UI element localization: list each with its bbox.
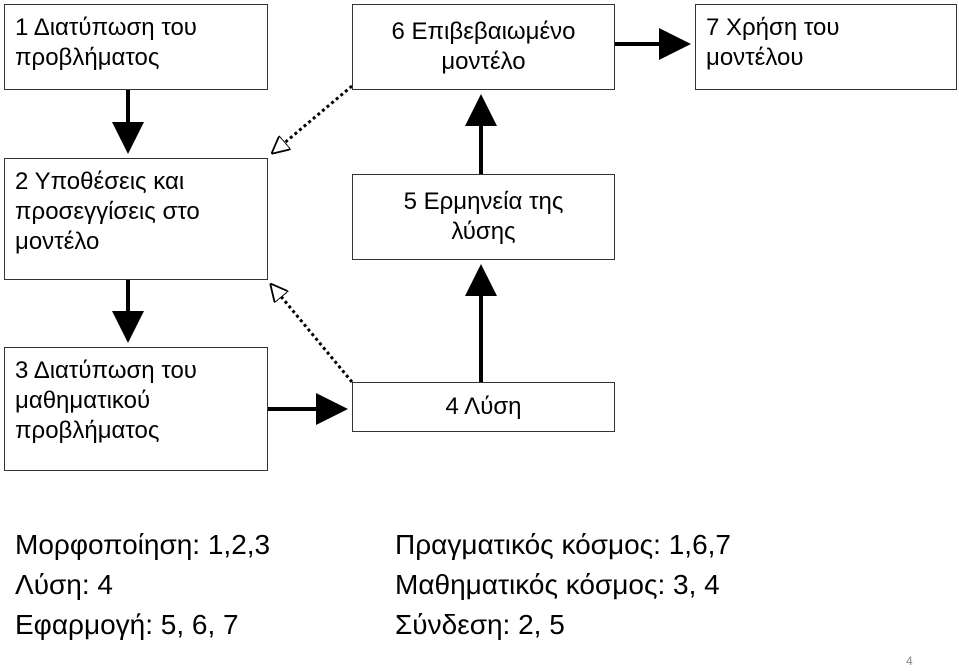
legend-left: Μορφοποίηση: 1,2,3 Λύση: 4 Εφαρμογή: 5, … <box>15 525 270 645</box>
box-5-line-2: λύσης <box>451 218 516 245</box>
box-6-verified-model: 6 Επιβεβαιωμένο μοντέλο <box>352 4 615 90</box>
legend-application: Εφαρμογή: 5, 6, 7 <box>15 609 239 640</box>
box-2-line-2: προσεγγίσεις στο <box>15 198 200 225</box>
box-6-line-2: μοντέλο <box>441 48 526 75</box>
box-5-interpretation: 5 Ερμηνεία της λύσης <box>352 174 615 260</box>
box-7-model-use: 7 Χρήση του μοντέλου <box>695 4 957 90</box>
box-6-line-1: 6 Επιβεβαιωμένο <box>391 18 576 45</box>
box-1-line-2: προβλήματος <box>15 44 160 71</box>
legend-solution: Λύση: 4 <box>15 569 113 600</box>
dotted-arrow-6-to-2 <box>276 84 353 150</box>
box-4-line-1: 4 Λύση <box>445 393 522 420</box>
box-2-line-3: μοντέλο <box>15 228 100 255</box>
box-3-math-problem: 3 Διατύπωση του μαθηματικού προβλήματος <box>4 347 268 471</box>
legend-connection: Σύνδεση: 2, 5 <box>395 609 565 640</box>
dotted-arrow-4-to-2 <box>274 288 354 383</box>
box-3-line-2: μαθηματικού <box>15 387 151 414</box>
box-2-assumptions: 2 Υποθέσεις και προσεγγίσεις στο μοντέλο <box>4 158 268 280</box>
page-number: 4 <box>906 654 913 668</box>
box-2-line-1: 2 Υποθέσεις και <box>15 168 185 195</box>
legend-math-world: Μαθηματικός κόσμος: 3, 4 <box>395 569 720 600</box>
box-3-line-3: προβλήματος <box>15 417 160 444</box>
box-3-line-1: 3 Διατύπωση του <box>15 357 197 384</box>
legend-formulation: Μορφοποίηση: 1,2,3 <box>15 529 271 560</box>
box-7-line-1: 7 Χρήση του <box>706 14 840 41</box>
box-1-line-1: 1 Διατύπωση του <box>15 14 197 41</box>
box-1-problem-statement: 1 Διατύπωση του προβλήματος <box>4 4 268 90</box>
legend-real-world: Πραγματικός κόσμος: 1,6,7 <box>395 529 731 560</box>
legend-right: Πραγματικός κόσμος: 1,6,7 Μαθηματικός κό… <box>395 525 731 645</box>
box-7-line-2: μοντέλου <box>706 44 804 71</box>
box-4-solution: 4 Λύση <box>352 382 615 432</box>
box-5-line-1: 5 Ερμηνεία της <box>403 188 564 215</box>
